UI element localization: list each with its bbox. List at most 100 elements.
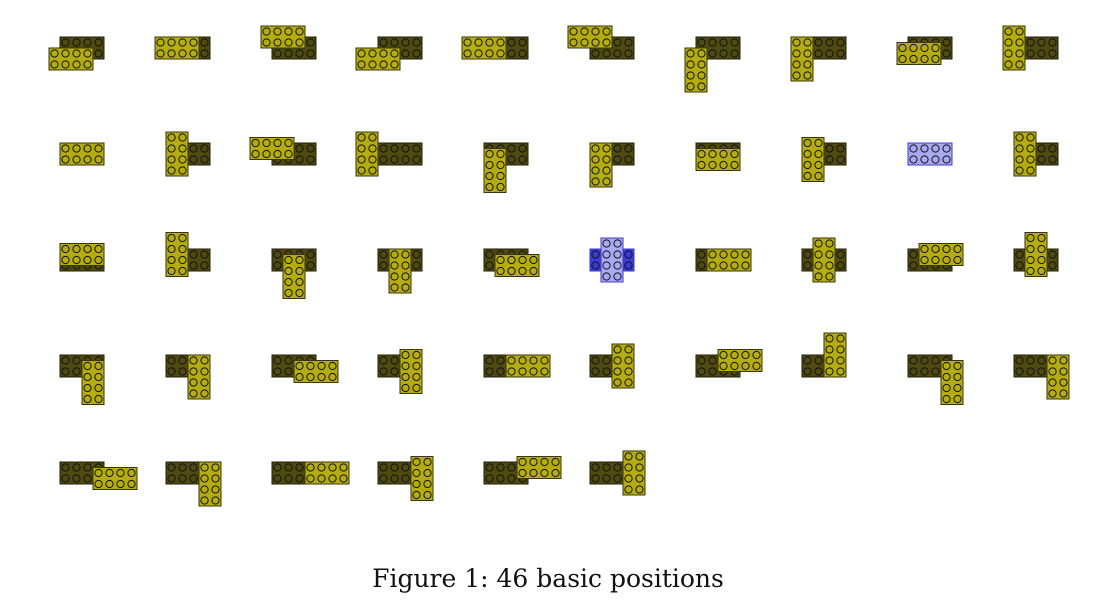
- stud: [1004, 49, 1013, 58]
- top-brick-horizontal: [59, 142, 105, 166]
- stud: [50, 60, 59, 69]
- stud: [613, 272, 622, 281]
- stud: [379, 261, 388, 270]
- stud: [613, 49, 622, 58]
- top-brick-vertical: [187, 354, 211, 400]
- stud: [624, 261, 633, 270]
- stud: [624, 49, 633, 58]
- position-12: [165, 131, 211, 177]
- stud: [931, 43, 940, 53]
- stud: [1015, 27, 1024, 36]
- stud: [953, 244, 962, 254]
- stud: [1037, 38, 1046, 47]
- position-26: [589, 237, 635, 283]
- stud: [931, 54, 940, 64]
- stud: [1048, 49, 1057, 58]
- stud: [719, 160, 728, 170]
- position-36: [589, 343, 635, 389]
- stud: [803, 149, 812, 159]
- stud: [529, 356, 538, 365]
- stud: [1059, 356, 1068, 365]
- stud: [273, 463, 282, 472]
- stud: [189, 378, 198, 387]
- stud: [379, 144, 388, 153]
- position-35: [483, 354, 551, 378]
- stud: [189, 155, 198, 164]
- stud: [697, 356, 706, 365]
- position-44: [377, 456, 434, 501]
- stud: [496, 266, 505, 276]
- stud: [485, 160, 494, 170]
- stud: [496, 463, 505, 472]
- stud: [379, 250, 388, 259]
- stud: [262, 38, 271, 47]
- stud: [328, 372, 337, 382]
- top-brick-vertical: [483, 148, 507, 193]
- stud: [1026, 155, 1035, 164]
- stud: [942, 383, 951, 393]
- stud: [262, 138, 271, 148]
- top-brick-vertical: [1046, 354, 1070, 400]
- stud: [825, 334, 834, 343]
- stud: [178, 155, 187, 164]
- stud: [167, 49, 176, 58]
- stud: [697, 160, 706, 170]
- top-brick-horizontal: [494, 254, 540, 277]
- position-1: [48, 36, 105, 71]
- stud: [317, 361, 326, 371]
- stud: [284, 277, 293, 287]
- top-brick-vertical: [165, 232, 189, 277]
- top-brick-horizontal: [304, 461, 350, 485]
- position-38: [801, 332, 847, 378]
- stud: [189, 474, 198, 483]
- stud: [624, 378, 633, 387]
- stud: [211, 474, 220, 483]
- stud: [569, 27, 578, 36]
- stud: [697, 261, 706, 270]
- stud: [942, 361, 951, 371]
- stud: [390, 283, 399, 292]
- stud: [613, 367, 622, 376]
- stud: [485, 149, 494, 159]
- stud: [485, 38, 494, 47]
- stud: [741, 361, 750, 371]
- stud: [200, 367, 209, 376]
- stud: [624, 463, 633, 472]
- stud: [61, 244, 70, 254]
- stud: [284, 49, 293, 58]
- stud: [83, 361, 92, 371]
- stud: [178, 233, 187, 243]
- stud: [591, 155, 600, 164]
- stud: [591, 367, 600, 376]
- stud: [708, 49, 717, 58]
- top-brick-vertical: [355, 131, 379, 177]
- stud: [412, 261, 421, 270]
- stud: [540, 468, 549, 478]
- stud: [390, 60, 399, 69]
- stud: [920, 144, 929, 153]
- stud: [83, 60, 92, 69]
- stud: [423, 479, 432, 489]
- stud: [412, 372, 421, 382]
- stud: [602, 250, 611, 259]
- stud: [412, 457, 421, 467]
- stud: [61, 144, 70, 153]
- stud: [602, 356, 611, 365]
- stud: [390, 155, 399, 164]
- stud: [613, 38, 622, 47]
- stud: [580, 38, 589, 47]
- position-31: [59, 354, 105, 405]
- stud: [602, 474, 611, 483]
- stud: [730, 261, 739, 270]
- stud: [931, 144, 940, 153]
- position-15: [483, 142, 529, 193]
- stud: [569, 38, 578, 47]
- stud: [178, 133, 187, 142]
- stud: [94, 255, 103, 265]
- stud: [496, 49, 505, 58]
- stud: [211, 496, 220, 505]
- stud: [825, 144, 834, 153]
- stud: [1015, 367, 1024, 376]
- stud: [390, 144, 399, 153]
- stud: [686, 49, 695, 58]
